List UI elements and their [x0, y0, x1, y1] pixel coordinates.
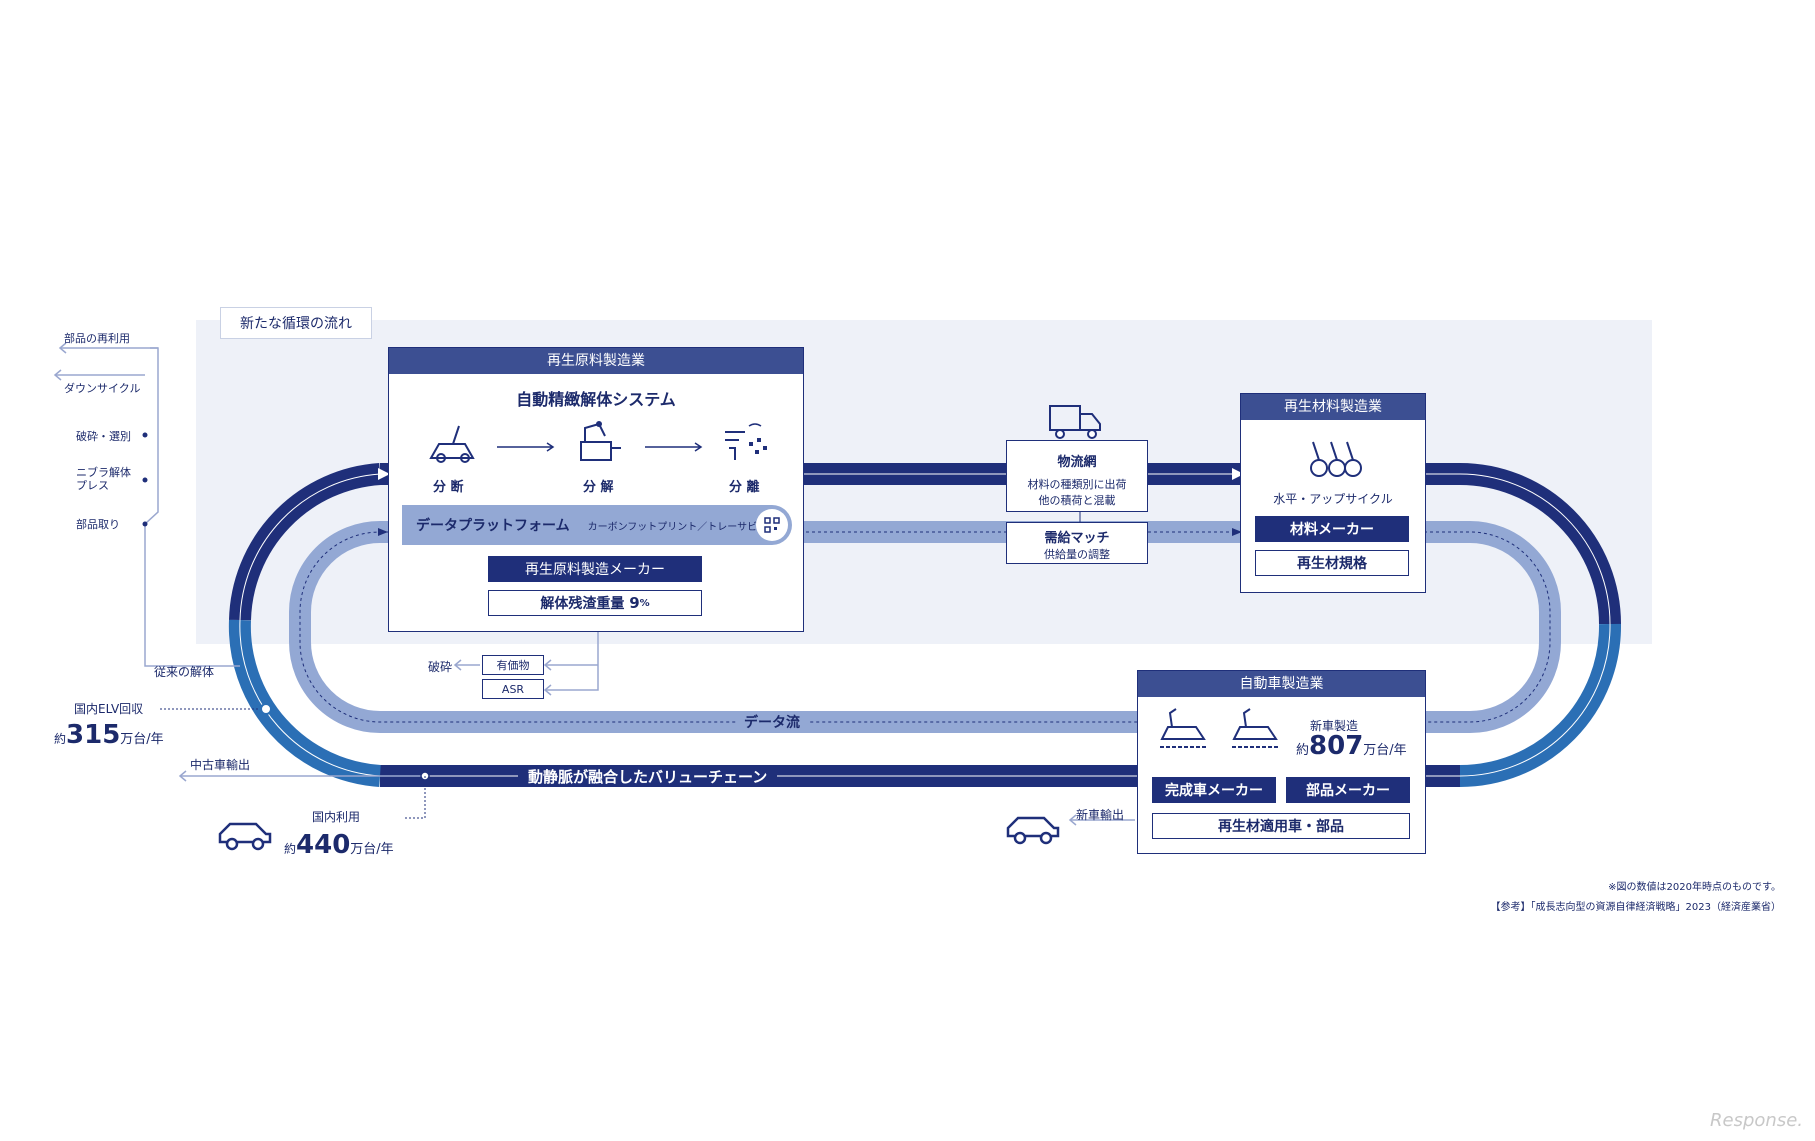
- step-separate: 分 離: [729, 480, 760, 495]
- material-maker-bar: 材料メーカー: [1255, 516, 1409, 542]
- car-assembly-icon-1: [1160, 708, 1208, 748]
- step-disassemble: 分 解: [583, 480, 614, 495]
- match-title: 需給マッチ: [1044, 531, 1110, 546]
- note-line1: ※図の数値は2020年時点のものです。: [1608, 882, 1781, 893]
- raw-maker-bar: 再生原料製造メーカー: [488, 556, 702, 582]
- cut-icon: [429, 425, 475, 463]
- logistics-line2: 他の積荷と混載: [1038, 494, 1116, 507]
- parts-removal-label: 部品取り: [76, 518, 120, 531]
- domestic-label: 国内利用: [312, 810, 361, 824]
- recycled-standard-bar: 再生材規格: [1255, 550, 1409, 576]
- parts-maker-bar: 部品メーカー: [1286, 777, 1410, 803]
- value-chain-label: 動静脈が融合したバリューチェーン: [518, 766, 778, 787]
- new-car-value: 約807万台/年: [1296, 731, 1407, 761]
- crush-label: 破砕: [428, 660, 453, 674]
- loop-arrow-3: [378, 528, 388, 536]
- downcycle-label: ダウンサイクル: [64, 382, 141, 395]
- oem-bar: 完成車メーカー: [1152, 777, 1276, 803]
- new-car-label: 新車製造: [1310, 719, 1359, 733]
- asr-box: ASR: [482, 679, 544, 699]
- used-export-label: 中古車輸出: [190, 758, 251, 772]
- data-flow-label: データ流: [736, 712, 808, 732]
- logistics-box: 物流網 材料の種類別に出荷 他の積荷と混載: [1006, 440, 1148, 512]
- elv-value: 約315万台/年: [54, 720, 164, 750]
- logistics-title: 物流網: [1057, 455, 1097, 470]
- car-icon-export: [1006, 816, 1060, 845]
- nibbler-label: ニブラ解体 プレス: [76, 466, 131, 492]
- domestic-value: 約440万台/年: [284, 830, 394, 860]
- car-icon-domestic: [218, 822, 272, 851]
- crush-sort-label: 破砕・選別: [76, 430, 131, 443]
- applied-bar: 再生材適用車・部品: [1152, 813, 1410, 839]
- data-flow-dash: [299, 531, 1551, 723]
- loop-arrow-4: [1232, 528, 1242, 536]
- data-platform-bar: データプラットフォーム カーボンフットプリント／トレーサビリティ: [402, 505, 792, 545]
- logistics-line1: 材料の種類別に出荷: [1027, 478, 1127, 491]
- recycled-material-header: 再生材料製造業: [1241, 394, 1425, 420]
- auto-box: 自動車製造業 新車製造 約807万台/年 完成車メーカー 部品メーカー 再生材適…: [1137, 670, 1426, 854]
- loop-arrow-2: [1232, 468, 1244, 480]
- platform-label: データプラットフォーム: [416, 518, 570, 534]
- recycled-material-box: 再生材料製造業 水平・アップサイクル 材料メーカー 再生材規格: [1240, 393, 1426, 593]
- valuables-box: 有価物: [482, 655, 544, 675]
- left-bracket: [144, 347, 240, 667]
- conventional-label: 従来の解体: [154, 665, 215, 679]
- new-car-export-label: 新車輸出: [1076, 808, 1125, 822]
- recycled-raw-header: 再生原料製造業: [389, 348, 803, 374]
- parts-reuse-label: 部品の再利用: [64, 332, 130, 345]
- section-tag: 新たな循環の流れ: [220, 307, 372, 339]
- car-assembly-icon-2: [1232, 708, 1280, 748]
- value-chain-line: [239, 473, 1611, 777]
- system-title: 自動精緻解体システム: [516, 390, 676, 409]
- arrow-icon-2: [645, 442, 703, 452]
- elv-label: 国内ELV回収: [74, 702, 144, 716]
- recycled-raw-box: 再生原料製造業 自動精緻解体システム 分 断 分 解 分 離: [388, 347, 804, 632]
- note-line2: 【参考】「成長志向型の資源自律経済戦略」2023（経済産業省）: [1490, 902, 1781, 913]
- arrow-icon-1: [497, 442, 555, 452]
- truck-icon: [1049, 405, 1101, 439]
- platform-sub: カーボンフットプリント／トレーサビリティ: [587, 521, 787, 533]
- loop-arrow-1: [378, 468, 390, 480]
- auto-header: 自動車製造業: [1138, 671, 1425, 697]
- response-watermark: Response.: [1710, 1110, 1803, 1131]
- material-rolls-icon: [1310, 441, 1362, 477]
- qr-icon: [756, 509, 788, 541]
- residue-bar: 解体残渣重量 9%: [488, 590, 702, 616]
- upcycle-label: 水平・アップサイクル: [1273, 492, 1393, 506]
- match-box: 需給マッチ 供給量の調整: [1006, 522, 1148, 564]
- separate-icon: [725, 423, 767, 460]
- match-sub: 供給量の調整: [1044, 548, 1110, 561]
- step-cut: 分 断: [433, 480, 464, 495]
- disassemble-icon: [580, 421, 621, 461]
